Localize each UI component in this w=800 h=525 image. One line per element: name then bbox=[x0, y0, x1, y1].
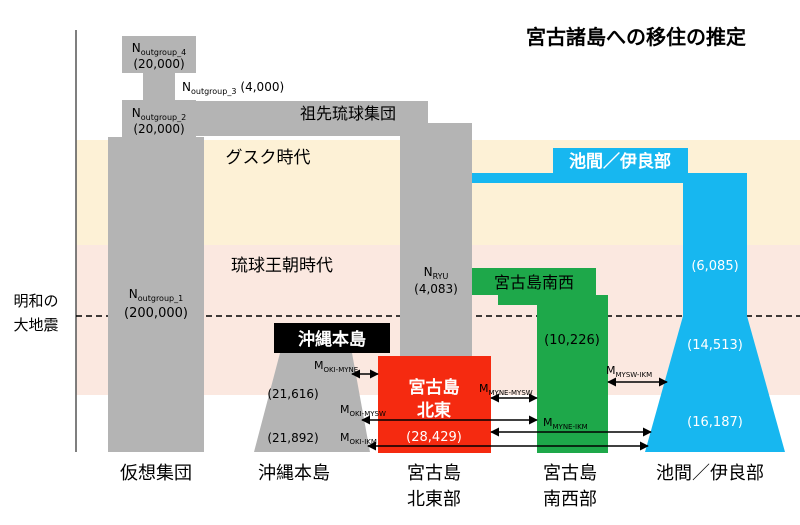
ryu-size: (4,083) bbox=[414, 282, 458, 296]
okinawa-label: 沖縄本島 bbox=[298, 329, 366, 350]
bottom-label-miyako-sw-1: 宮古島 bbox=[543, 463, 597, 484]
earthquake-label-line1: 明和の bbox=[13, 292, 58, 310]
outgroup-4-block bbox=[122, 36, 196, 73]
miyako-sw-size: (10,226) bbox=[544, 333, 600, 348]
ryukyu-kingdom-period-label: 琉球王朝時代 bbox=[231, 256, 333, 276]
ryu-column bbox=[400, 123, 472, 357]
ancestral-bar bbox=[196, 101, 428, 123]
earthquake-label-line2: 大地震 bbox=[13, 316, 58, 334]
outgroup-2-size: (20,000) bbox=[133, 122, 184, 136]
miyako-sw-bar bbox=[472, 268, 596, 295]
outgroup-1-block bbox=[108, 137, 204, 452]
okinawa-size-top: (21,616) bbox=[267, 387, 318, 401]
ancestral-label: 祖先琉球集団 bbox=[300, 104, 396, 123]
bottom-label-miyako-ne-2: 北東部 bbox=[407, 489, 461, 510]
miyako-sw-label: 宮古島南西 bbox=[494, 273, 574, 292]
ikema-trapezoid bbox=[645, 316, 785, 452]
bottom-label-virtual: 仮想集団 bbox=[120, 463, 192, 484]
okinawa-shape bbox=[254, 353, 370, 452]
bottom-label-ikema: 池間／伊良部 bbox=[656, 463, 764, 484]
outgroup-3-neck bbox=[143, 73, 175, 100]
myne-ikm-label: MMYNE-IKM bbox=[543, 416, 588, 431]
oki-ikm-label: MOKI-IKM bbox=[340, 431, 377, 446]
diagram-title: 宮古諸島への移住の推定 bbox=[526, 25, 746, 49]
oki-myne-label: MOKI-MYNE bbox=[314, 359, 358, 374]
mysw-ikm-label: MMYSW-IKM bbox=[606, 364, 652, 379]
myne-mysw-label: MMYNE-MYSW bbox=[479, 382, 533, 397]
miyako-ne-block bbox=[378, 356, 491, 453]
outgroup-2-name: Noutgroup_2 bbox=[132, 106, 186, 122]
okinawa-size-bottom: (21,892) bbox=[267, 431, 318, 445]
ikema-size-3: (16,187) bbox=[687, 415, 743, 430]
bottom-label-okinawa: 沖縄本島 bbox=[258, 463, 330, 484]
ikema-label: 池間／伊良部 bbox=[569, 151, 671, 172]
miyako-ne-label-1: 宮古島 bbox=[409, 377, 460, 398]
ikema-size-1: (6,085) bbox=[691, 259, 738, 274]
outgroup-4-size: (20,000) bbox=[133, 57, 184, 71]
outgroup-1-size: (200,000) bbox=[124, 306, 188, 321]
ryu-name: NRYU bbox=[424, 265, 449, 281]
gusuku-period-label: グスク時代 bbox=[226, 148, 311, 168]
ikema-size-2: (14,513) bbox=[687, 338, 743, 353]
bottom-label-miyako-sw-2: 南西部 bbox=[543, 489, 597, 510]
miyako-ne-size: (28,429) bbox=[406, 430, 462, 445]
outgroup-2-block bbox=[122, 100, 196, 137]
okinawa-label-box bbox=[274, 323, 390, 353]
miyako-ne-label-2: 北東 bbox=[417, 400, 451, 421]
outgroup-3-name: Noutgroup_3(4,000) bbox=[182, 80, 284, 96]
outgroup-1-name: Noutgroup_1 bbox=[129, 287, 183, 303]
ikema-label-bar bbox=[553, 148, 688, 173]
ikema-column bbox=[683, 173, 747, 316]
outgroup-4-name: Noutgroup_4 bbox=[132, 41, 186, 57]
ikema-connector bbox=[472, 173, 747, 183]
oki-mysw-label: MOKI-MYSW bbox=[340, 403, 386, 418]
miyako-sw-column bbox=[537, 295, 608, 453]
bottom-label-miyako-ne-1: 宮古島 bbox=[407, 463, 461, 484]
